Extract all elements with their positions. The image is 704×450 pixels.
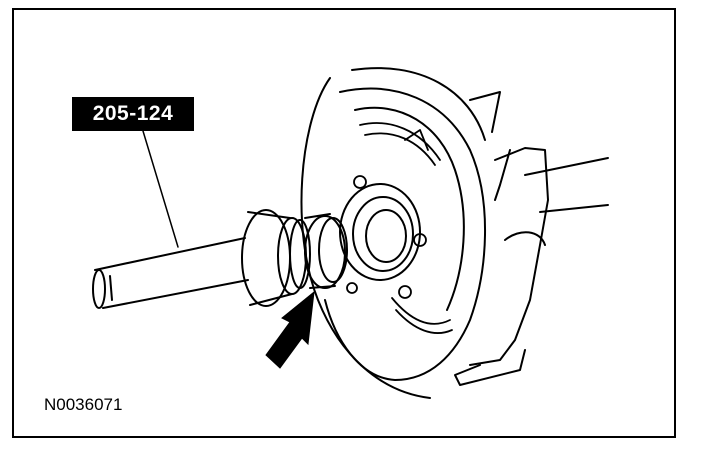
figure-id: N0036071 — [44, 395, 123, 414]
hub-bore — [339, 183, 421, 281]
callout-leader — [142, 130, 179, 248]
knuckle — [454, 147, 609, 386]
brake-shoe — [346, 122, 453, 334]
backing-plate — [300, 67, 501, 399]
bearing-cup — [304, 213, 348, 289]
tool-number-callout: 205-124 — [72, 97, 194, 131]
direction-arrow-icon — [265, 290, 315, 369]
diagram-frame — [12, 8, 676, 438]
installer-tool — [92, 209, 311, 309]
